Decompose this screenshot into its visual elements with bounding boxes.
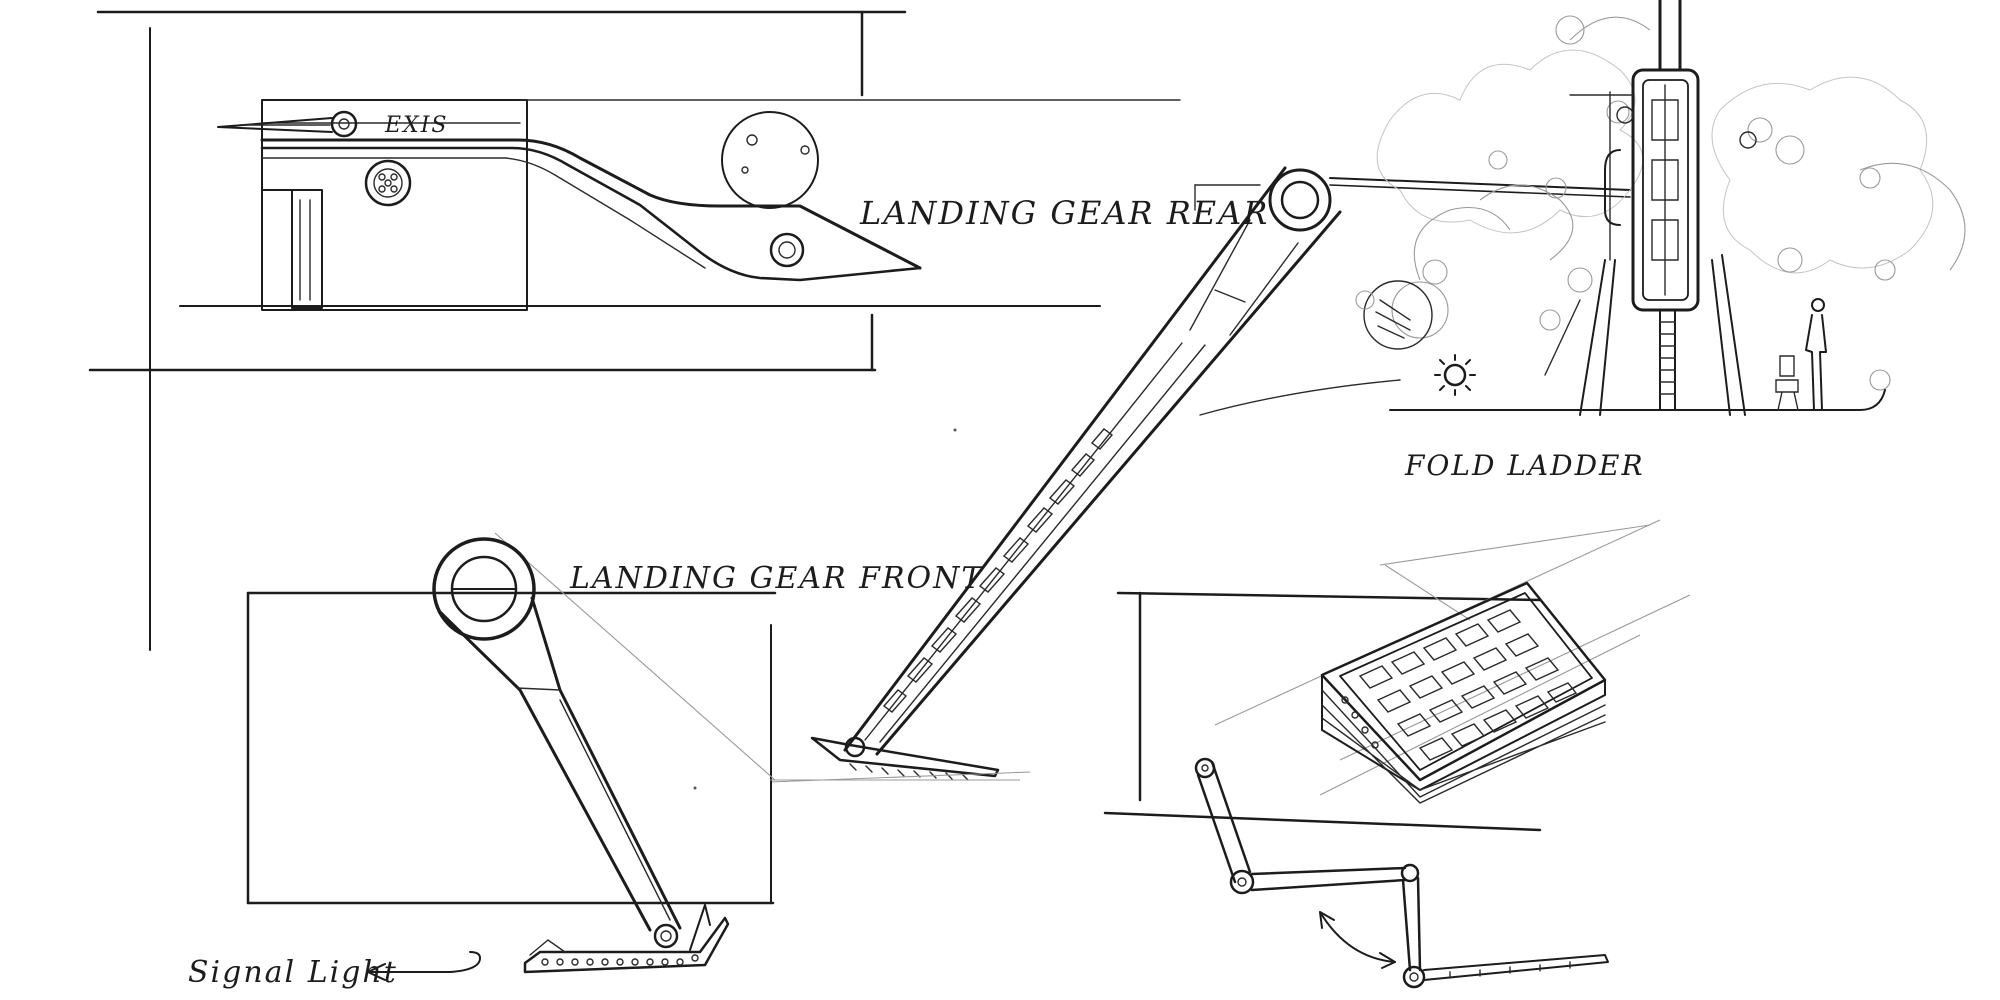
fold-ladder-detail-drawing	[693, 428, 1691, 989]
signal-light-label: Signal Light	[188, 955, 398, 990]
landing-gear-front-drawing: LANDING GEAR FRONT	[246, 532, 1020, 974]
fold-ladder-label: FOLD LADDER	[1404, 449, 1645, 482]
fold-ladder-scene-drawing: FOLD LADDER	[1199, 0, 1966, 482]
landing-gear-rear-drawing: LANDING GEAR REAR	[769, 166, 1631, 783]
signal-light-callout: Signal Light	[188, 951, 481, 990]
page-frame-lines	[88, 10, 907, 651]
landing-gear-rear-label: LANDING GEAR REAR	[859, 194, 1269, 232]
axis-label: EXIS	[384, 113, 448, 138]
landing-gear-front-label: LANDING GEAR FRONT	[569, 561, 983, 596]
hinge-detail-drawing: EXIS	[179, 99, 1181, 311]
